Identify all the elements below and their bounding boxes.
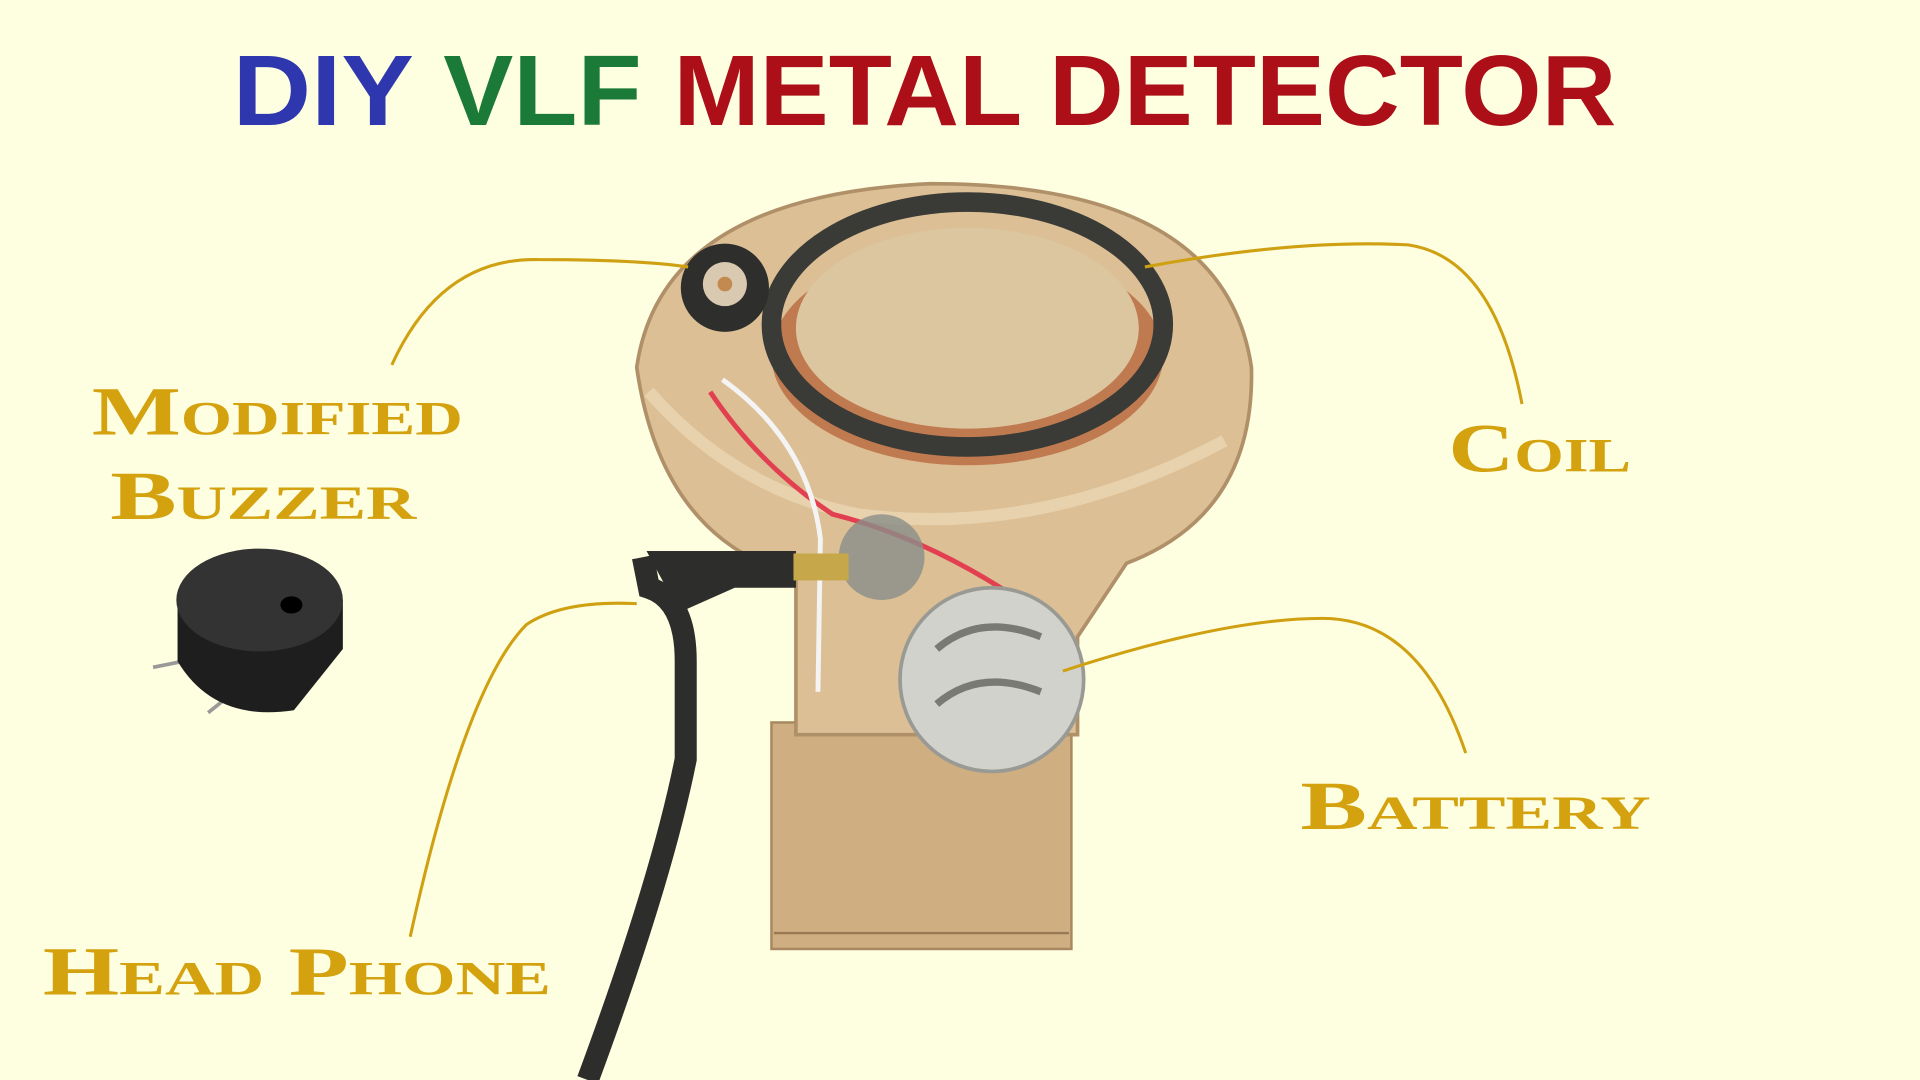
title-diy: DIY: [233, 35, 414, 147]
label-battery: Battery: [1300, 768, 1650, 844]
title-metal-detector: METAL DETECTOR: [673, 35, 1616, 147]
leader-coil: [1144, 242, 1524, 405]
leader-headphone: [408, 601, 637, 938]
label-modified: Modified: [92, 374, 463, 450]
metal-detector-photo: [577, 181, 1254, 1080]
leader-buzzer: [390, 258, 689, 366]
label-head-phone: Head Phone: [43, 933, 551, 1009]
headphone-jack: [646, 551, 796, 613]
leader-battery: [1062, 616, 1468, 754]
coil-center: [795, 227, 1139, 429]
label-coil: Coil: [1449, 410, 1631, 486]
coil-ring: [761, 192, 1174, 457]
label-buzzer: Buzzer: [110, 458, 418, 534]
buzzer-image: [152, 548, 343, 715]
page-title: DIY VLF METAL DETECTOR: [233, 35, 1617, 147]
headphone-cable: [577, 554, 697, 1080]
title-vlf: VLF: [443, 35, 641, 147]
